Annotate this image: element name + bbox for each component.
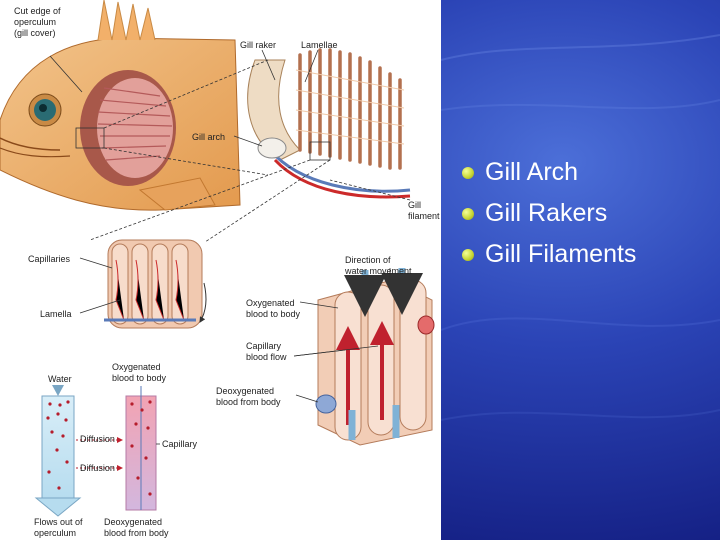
label-capillaries: Capillaries (28, 254, 71, 264)
svg-text:operculum: operculum (34, 528, 76, 538)
leader-lines (49, 49, 411, 445)
label-capillary-flow-2: blood flow (246, 352, 287, 362)
label-capillary: Capillary (162, 439, 198, 449)
label-flows-out-1: Flows out of (34, 517, 83, 527)
svg-text:blood flow: blood flow (246, 352, 287, 362)
svg-text:filament: filament (408, 211, 440, 221)
svg-text:blood to body: blood to body (112, 373, 167, 383)
bullet-text: Gill Arch (485, 158, 579, 186)
label-lamella: Lamella (40, 309, 72, 319)
bullet-text: Gill Filaments (485, 240, 637, 268)
svg-text:(gill cover): (gill cover) (14, 28, 56, 38)
label-water-direction-1: Direction of (345, 255, 391, 265)
label-deoxygenated-blood-1: Deoxygenated (216, 386, 274, 396)
bullet-item-gill-arch: Gill Arch (462, 152, 636, 193)
label-operculum-1: Cut edge of (14, 6, 61, 16)
bullet-dot-icon (462, 207, 474, 220)
svg-text:Oxygenated: Oxygenated (112, 362, 161, 372)
svg-text:Gill: Gill (408, 200, 421, 210)
label-gill-filament-2: filament (408, 211, 440, 221)
label-flows-out-2: operculum (34, 528, 76, 538)
svg-text:Flows out of: Flows out of (34, 517, 83, 527)
svg-text:Oxygenated: Oxygenated (246, 298, 295, 308)
label-operculum-3: (gill cover) (14, 28, 56, 38)
label-deoxygenated-bottom-1: Deoxygenated (104, 517, 162, 527)
label-deoxygenated-bottom-2: blood from body (104, 528, 169, 538)
bullet-dot-icon (462, 166, 474, 179)
label-capillary-flow-1: Capillary (246, 341, 282, 351)
svg-text:operculum: operculum (14, 17, 56, 27)
label-gill-raker: Gill raker (240, 40, 276, 50)
label-gill-arch: Gill arch (192, 132, 225, 142)
svg-text:Deoxygenated: Deoxygenated (216, 386, 274, 396)
svg-text:blood from body: blood from body (216, 397, 281, 407)
bullet-item-gill-filaments: Gill Filaments (462, 234, 636, 275)
lamellae-drawing (104, 239, 207, 329)
gill-anatomy-figure: Cut edge of operculum (gill cover) Gill … (0, 0, 441, 540)
label-oxygenated-blood-1: Oxygenated (246, 298, 295, 308)
label-diffusion-2: Diffusion (80, 463, 115, 473)
countercurrent-diagram (34, 385, 157, 517)
label-diffusion-1: Diffusion (80, 434, 115, 444)
lamella-closeup-drawing (315, 268, 435, 446)
fish-head (0, 0, 241, 211)
label-water-direction-2: water movement (344, 266, 412, 276)
bullet-dot-icon (462, 248, 474, 261)
svg-text:Direction of: Direction of (345, 255, 391, 265)
label-gill-filament-1: Gill (408, 200, 421, 210)
svg-text:Deoxygenated: Deoxygenated (104, 517, 162, 527)
label-lamellae: Lamellae (301, 40, 338, 50)
svg-text:blood to body: blood to body (246, 309, 301, 319)
bullet-text: Gill Rakers (485, 199, 608, 227)
gill-arch-drawing (247, 48, 411, 199)
svg-text:Capillary: Capillary (246, 341, 282, 351)
bullet-item-gill-rakers: Gill Rakers (462, 193, 636, 234)
label-oxygenated-blood-2: blood to body (246, 309, 301, 319)
svg-text:water movement: water movement (344, 266, 412, 276)
label-deoxygenated-blood-2: blood from body (216, 397, 281, 407)
svg-text:Cut edge of: Cut edge of (14, 6, 61, 16)
label-water: Water (48, 374, 72, 384)
bullet-list: Gill Arch Gill Rakers Gill Filaments (462, 152, 636, 275)
label-operculum-2: operculum (14, 17, 56, 27)
svg-text:blood from body: blood from body (104, 528, 169, 538)
label-oxygenated-top-2: blood to body (112, 373, 167, 383)
label-oxygenated-top-1: Oxygenated (112, 362, 161, 372)
